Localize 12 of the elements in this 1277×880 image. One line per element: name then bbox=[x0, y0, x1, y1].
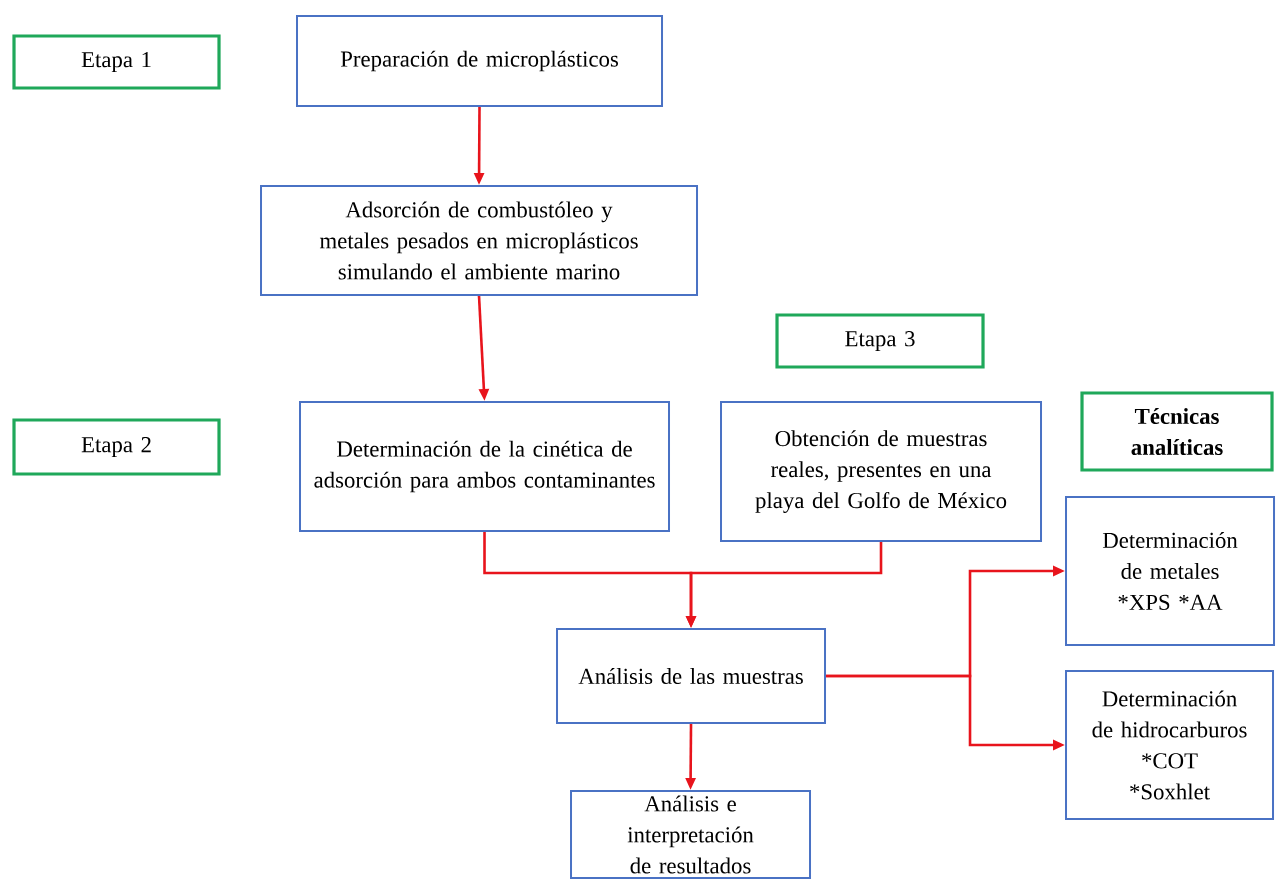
stage-box: Etapa 2 bbox=[12, 418, 221, 476]
process-box: Adsorción de combustóleo y metales pesados en microplásticos simulando el ambiente marino bbox=[260, 185, 698, 296]
process-box: Análisis de las muestras bbox=[556, 628, 826, 724]
process-box: Análisis e interpretación de resultados bbox=[570, 790, 811, 879]
stage-box: Etapa 1 bbox=[12, 34, 221, 90]
heading-box: Técnicas analíticas bbox=[1080, 391, 1274, 472]
process-box: Determinación de metales *XPS *AA bbox=[1065, 496, 1275, 646]
process-box: Preparación de microplásticos bbox=[296, 15, 663, 107]
process-box: Determinación de la cinética de adsorción para ambos contaminantes bbox=[299, 401, 670, 532]
stage-box: Etapa 3 bbox=[775, 313, 985, 369]
process-box: Determinación de hidrocarburos *COT *Soxhlet bbox=[1065, 670, 1274, 820]
process-box: Obtención de muestras reales, presentes en una playa del Golfo de México bbox=[720, 401, 1042, 542]
